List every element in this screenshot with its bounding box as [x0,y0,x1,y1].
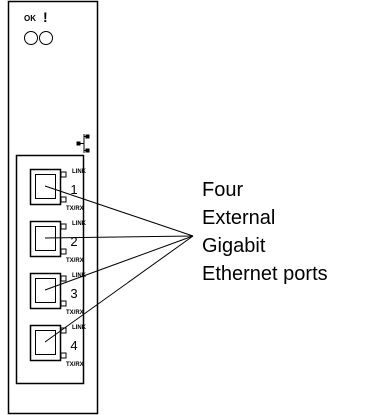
port-jack-outer [29,272,62,310]
port-link-led [60,275,67,282]
ethernet-port-3: LINK 3TX/RX [29,272,87,316]
callout-leader-line [44,235,194,239]
port-txrx-label: TX/RX [66,258,84,264]
port-jack-inner [35,330,56,355]
port-jack-outer [29,220,62,258]
port-jack-outer [29,168,62,206]
port-jack-inner [35,278,56,303]
port-txrx-led [60,196,67,203]
port-number: 4 [70,338,77,353]
port-txrx-led [60,248,67,255]
port-jack-inner [35,174,56,199]
port-txrx-label: TX/RX [66,362,84,368]
callout-line-2: External [202,207,275,229]
port-number: 2 [70,234,77,249]
port-block [15,154,85,385]
port-jack-inner [35,226,56,251]
callout-leader-line [44,185,194,237]
ethernet-port-2: LINK 2TX/RX [29,220,87,264]
port-jack-outer [29,324,62,362]
port-link-led [60,171,67,178]
callout-leader-line [44,235,194,291]
port-txrx-led [60,352,67,359]
callout-line-1: Four [202,179,243,201]
callout-leader-line [44,235,194,343]
port-txrx-label: TX/RX [66,310,84,316]
port-number: 3 [70,286,77,301]
ok-led-label: OK [24,14,36,23]
callout-leaders [44,185,194,343]
network-icon [76,134,90,153]
alert-led [39,31,53,45]
port-txrx-label: TX/RX [66,206,84,212]
ok-led [24,31,38,45]
port-link-label: LINK [72,273,87,279]
callout-line-3: Gigabit [202,235,266,257]
ethernet-port-1: LINK 1TX/RX [29,168,87,212]
callout-line-4: Ethernet ports [202,263,328,285]
alert-led-label: ! [43,9,48,25]
port-link-label: LINK [72,169,87,175]
port-txrx-led [60,300,67,307]
port-number: 1 [70,182,77,197]
port-link-label: LINK [72,221,87,227]
ethernet-port-4: LINK 4TX/RX [29,324,87,368]
port-link-led [60,223,67,230]
module-faceplate [7,0,99,415]
port-link-label: LINK [72,325,87,331]
